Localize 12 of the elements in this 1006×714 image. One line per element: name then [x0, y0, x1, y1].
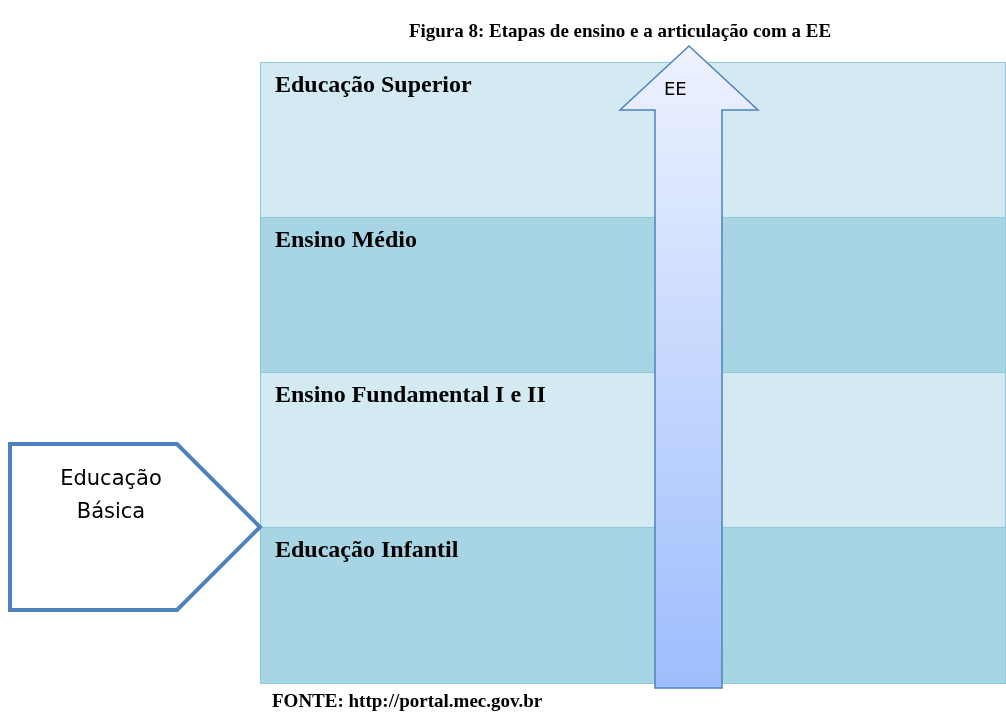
stage-label: Educação Superior	[275, 71, 472, 98]
figure-title: Figura 8: Etapas de ensino e a articulação com a EE	[407, 20, 833, 42]
arrow-label: EE	[664, 78, 687, 99]
source-note: FONTE: http://portal.mec.gov.br	[272, 690, 543, 712]
stage-band	[260, 62, 1006, 218]
pointer-label: Educação Básica	[59, 465, 163, 525]
stage-label: Ensino Médio	[275, 226, 418, 253]
stage-label: Educação Infantil	[275, 536, 459, 563]
stage-band	[260, 527, 1006, 684]
stage-band	[260, 372, 1006, 528]
stage-band	[260, 217, 1006, 373]
stage-label: Ensino Fundamental I e II	[275, 381, 546, 408]
